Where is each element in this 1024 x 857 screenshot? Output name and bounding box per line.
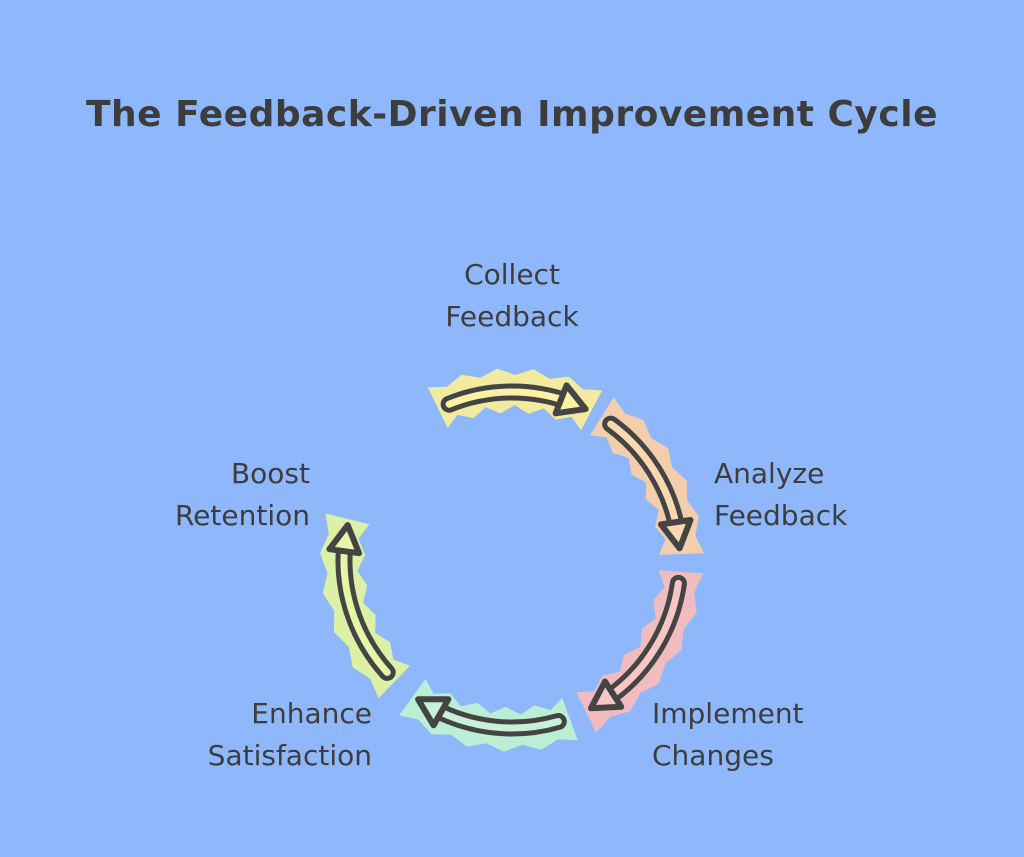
arrow-collect-feedback-shaft-fill [445,388,573,408]
arrow-boost-retention-shaft-fill [340,538,391,676]
diagram-title: The Feedback-Driven Improvement Cycle [85,94,938,135]
step-label-line: Retention [174,499,310,532]
step-label-line: Enhance [251,697,372,730]
step-label-analyze-feedback: Analyze Feedback [714,453,847,537]
step-label-line: Satisfaction [207,739,372,772]
arrow-implement-changes-shaft-fill [602,579,682,703]
cycle-arrows [326,382,694,737]
arrow-enhance-satisfaction-head [415,696,452,729]
arrow-enhance-satisfaction-shaft-fill [429,704,562,732]
step-label-line: Collect [464,258,560,291]
arrow-enhance-satisfaction [415,696,567,737]
arrow-analyze-feedback [602,415,694,552]
arrow-highlights [320,368,704,752]
step-label-line: Boost [230,457,310,490]
arrow-boost-retention [326,522,396,681]
step-label-line: Changes [652,739,774,772]
step-label-line: Feedback [445,300,579,333]
arrow-implement-changes [587,574,687,712]
arrow-collect-feedback [440,382,589,417]
step-label-line: Implement [652,697,804,730]
step-label-line: Feedback [714,499,848,532]
step-label-collect-feedback: Collect Feedback [412,254,612,338]
step-label-enhance-satisfaction: Enhance Satisfaction [130,693,372,777]
step-label-implement-changes: Implement Changes [652,693,804,777]
step-label-boost-retention: Boost Retention [100,453,310,537]
arrow-boost-retention-head [326,522,363,557]
arrow-collect-feedback-head [552,382,589,417]
arrow-analyze-feedback-shaft-fill [607,420,681,535]
arrow-implement-changes-head [587,678,625,712]
step-label-line: Analyze [714,457,825,490]
arrow-analyze-feedback-head [657,517,694,552]
